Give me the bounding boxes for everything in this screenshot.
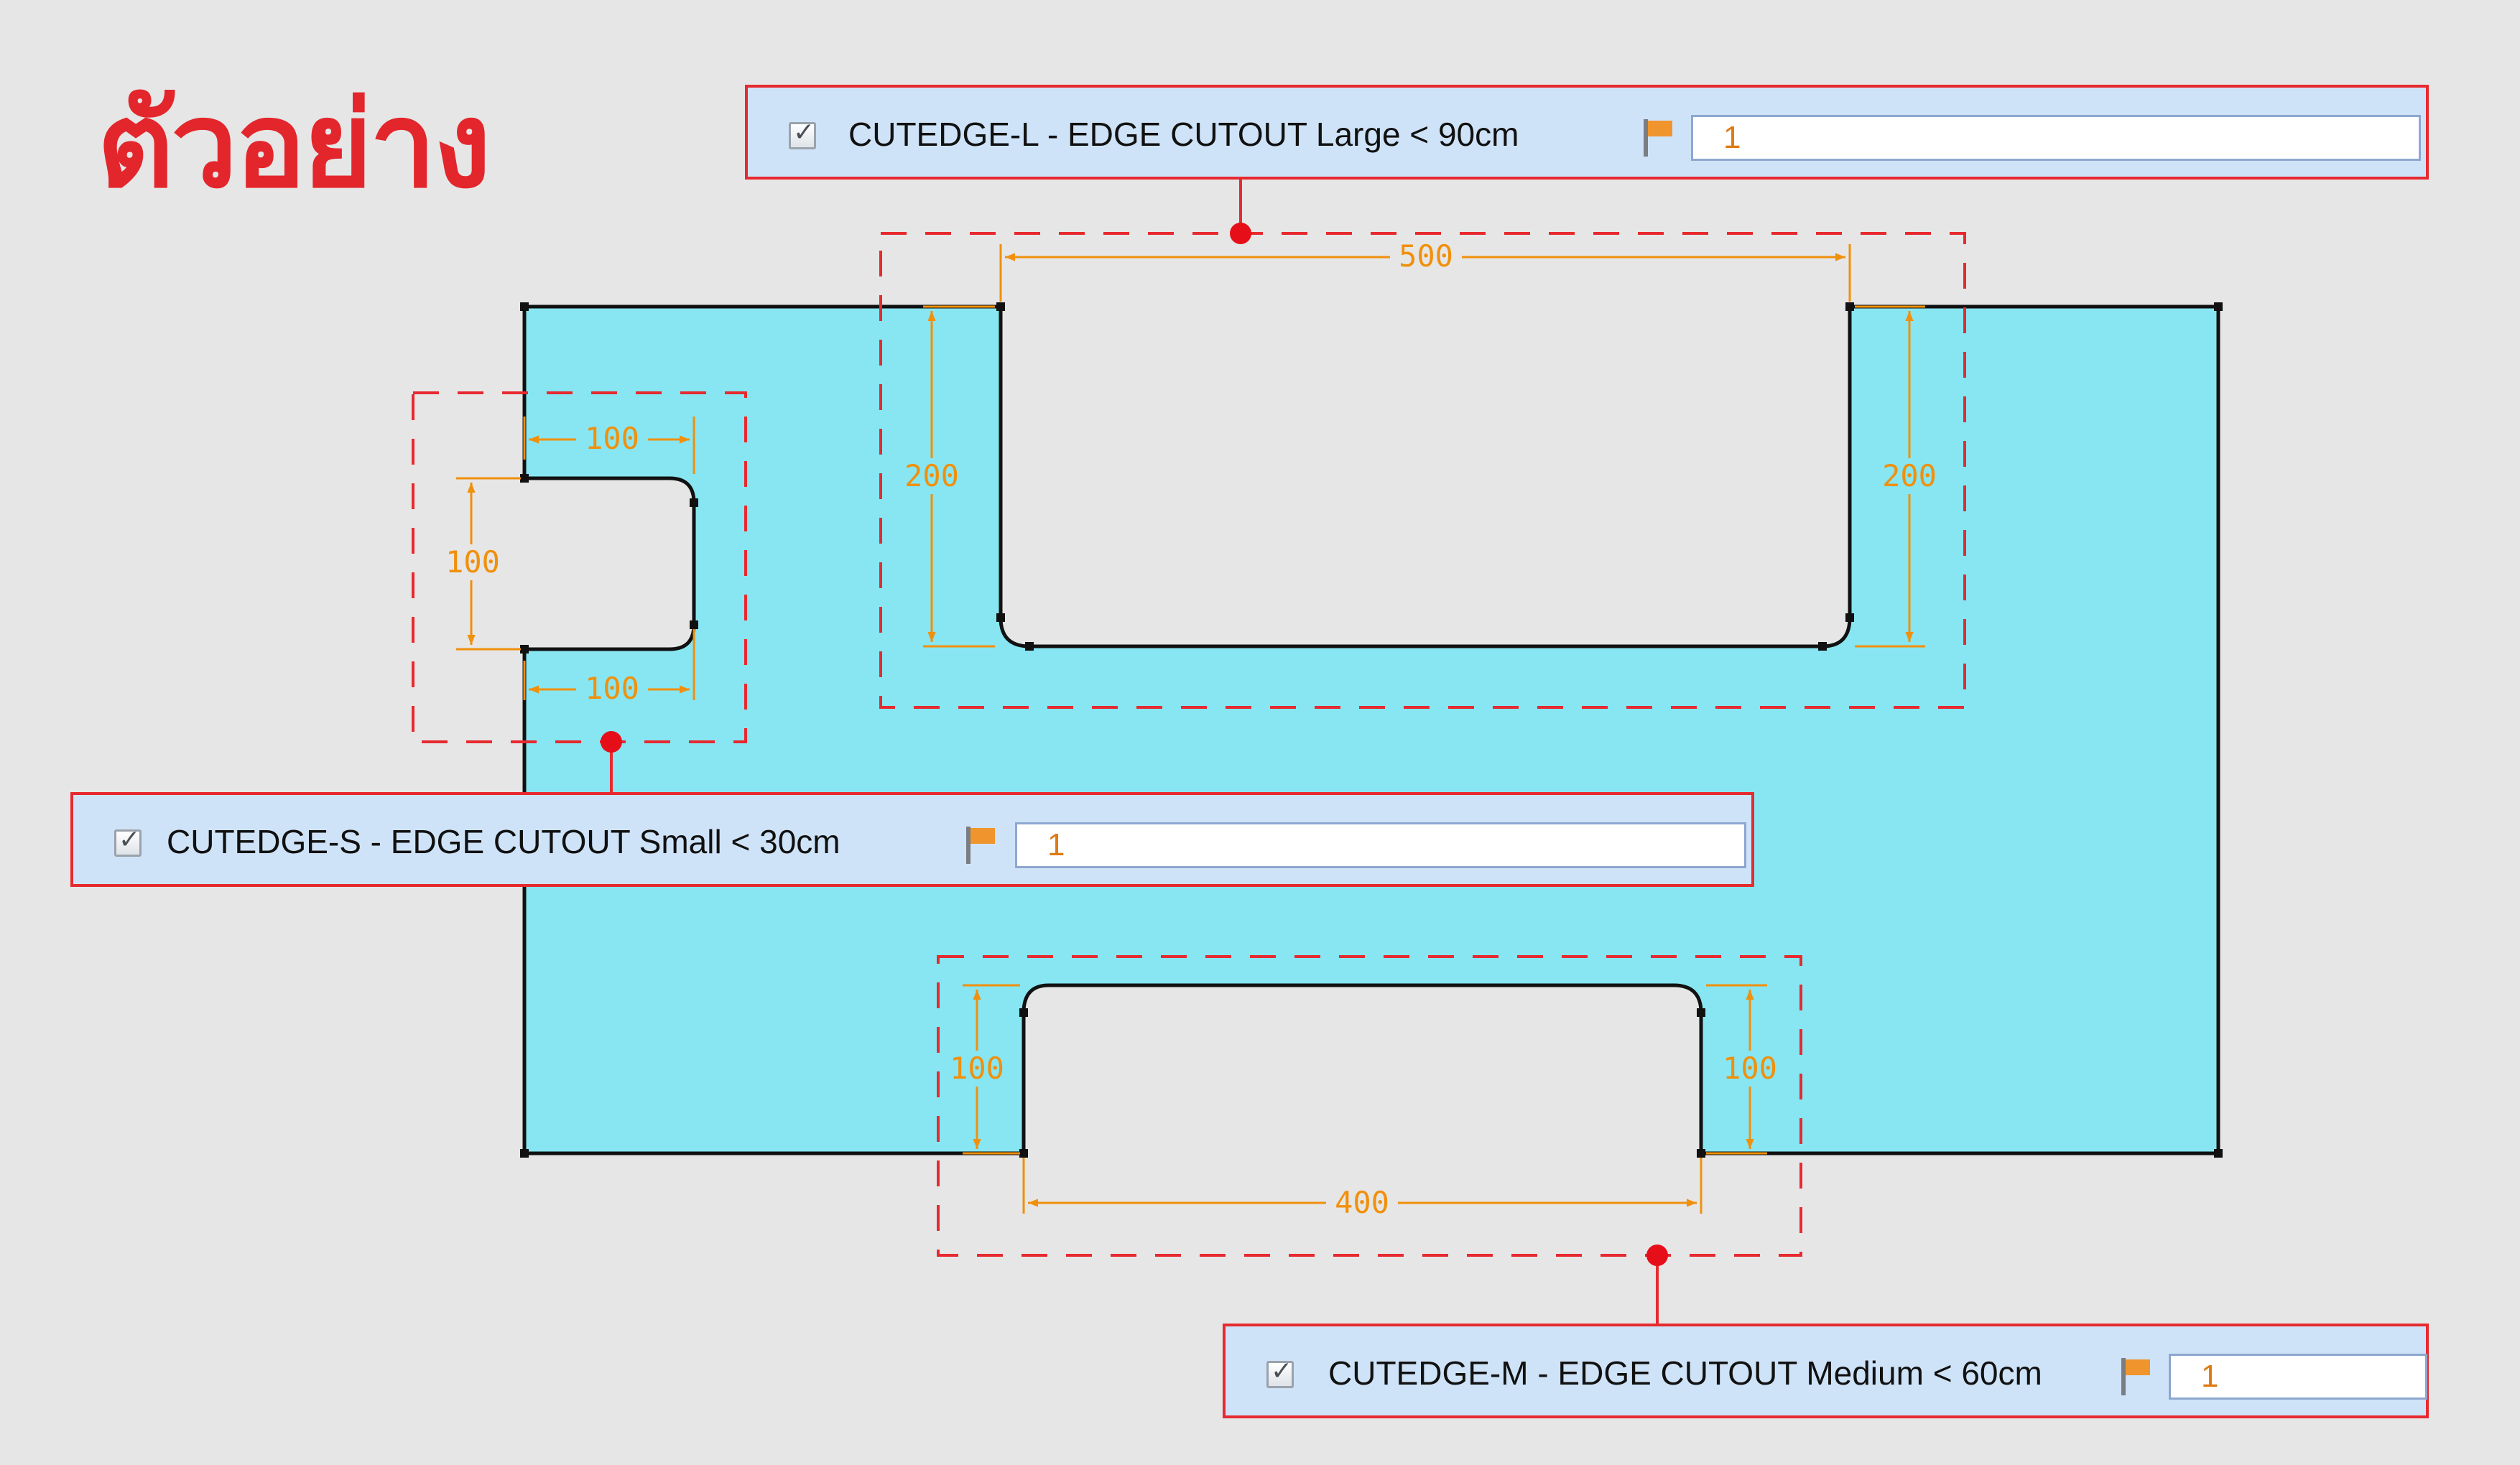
medium-width-label: 400 [1335,1185,1389,1220]
small-cutout-highlight [412,391,747,743]
medium-depth-right-label: 100 [1723,1051,1777,1086]
large-cutout-highlight [879,232,1966,709]
checkmark-icon: ✓ [793,118,815,147]
workpiece-shape [522,304,2220,1155]
page-title: ตัวอย่าง [97,76,491,214]
large-leader-dot [1230,223,1251,244]
large-feature-checkbox[interactable]: ✓ [789,118,816,149]
small-feature-label: CUTEDGE-S - EDGE CUTOUT Small < 30cm [167,823,840,860]
dimension-labels: 100 100 100 500 200 200 100 100 400 [437,238,1945,1221]
checkmark-icon: ✓ [1271,1357,1293,1386]
checkmark-icon: ✓ [119,825,141,855]
feature-panel-small: ✓ CUTEDGE-S - EDGE CUTOUT Small < 30cm [70,792,1754,887]
flag-icon [2121,1358,2150,1395]
small-quantity-input[interactable] [1015,822,1746,868]
small-width-top-label: 100 [585,421,639,456]
feature-panel-medium: ✓ CUTEDGE-M - EDGE CUTOUT Medium < 60cm [1223,1324,2429,1418]
medium-leader-dot [1646,1245,1668,1266]
medium-feature-label: CUTEDGE-M - EDGE CUTOUT Medium < 60cm [1328,1354,2042,1392]
medium-quantity-input[interactable] [2169,1354,2427,1400]
small-feature-checkbox[interactable]: ✓ [114,825,142,857]
medium-feature-checkbox[interactable]: ✓ [1266,1357,1294,1388]
flag-icon [966,827,995,864]
large-depth-left-label: 200 [904,458,959,493]
vertex-markers [520,302,2223,1158]
large-width-label: 500 [1399,238,1453,274]
large-quantity-input[interactable] [1691,115,2421,161]
large-feature-label: CUTEDGE-L - EDGE CUTOUT Large < 90cm [848,116,1519,153]
small-height-label: 100 [445,544,500,580]
small-width-bottom-label: 100 [585,671,639,706]
small-leader-dot [601,731,622,753]
feature-panel-large: ✓ CUTEDGE-L - EDGE CUTOUT Large < 90cm [745,85,2429,180]
large-depth-right-label: 200 [1882,458,1937,493]
medium-depth-left-label: 100 [950,1051,1004,1086]
flag-icon [1644,119,1672,157]
